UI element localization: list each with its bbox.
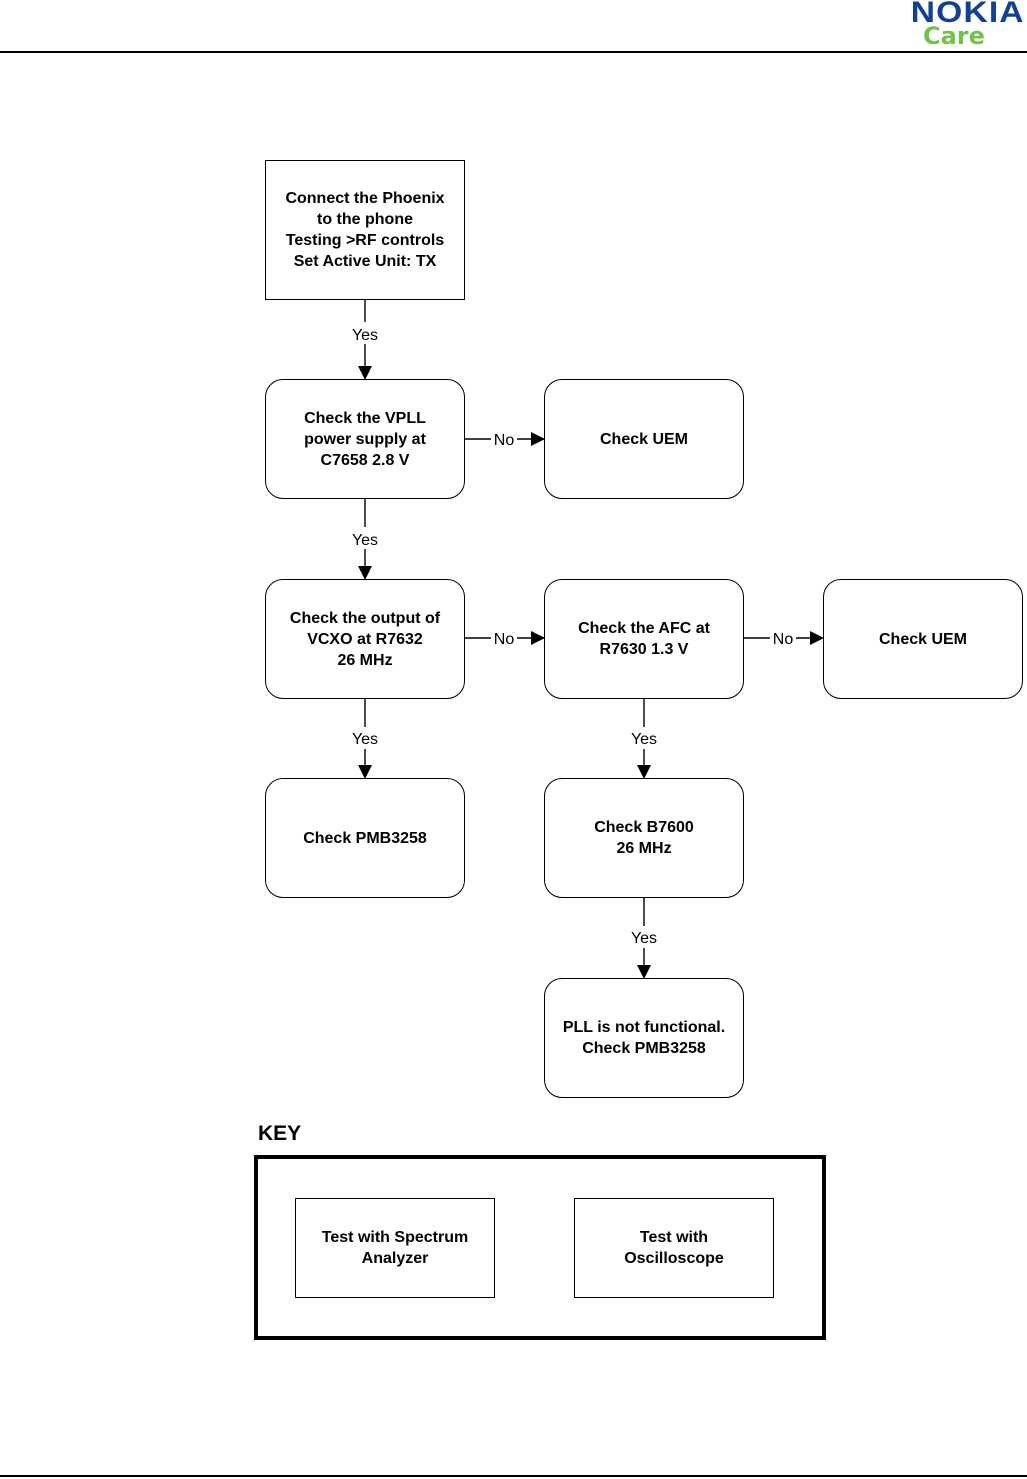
- node-check-uem: Check UEM: [544, 379, 744, 499]
- edge-afc-to-uem: No: [744, 631, 824, 648]
- node-check-vpll: Check the VPLL power supply at C7658 2.8…: [265, 379, 465, 499]
- nokia-care-logo: NOKIA Care: [887, 0, 1027, 52]
- edge-label-yes: Yes: [352, 731, 378, 748]
- nokia-logo-text: NOKIA: [911, 0, 1025, 29]
- edge-b7600-to-pll: Yes: [631, 898, 657, 979]
- key-legend-frame: [254, 1155, 826, 1340]
- node-check-afc: Check the AFC at R7630 1.3 V: [544, 579, 744, 699]
- key-oscilloscope: Test with Oscilloscope: [574, 1198, 774, 1298]
- edge-label-no: No: [773, 631, 794, 648]
- care-logo-text: Care: [923, 22, 985, 50]
- edge-label-no: No: [494, 631, 515, 648]
- key-spectrum-analyzer: Test with Spectrum Analyzer: [295, 1198, 495, 1298]
- node-check-pmb3258: Check PMB3258: [265, 778, 465, 898]
- edge-vpll-to-uem: No: [465, 432, 545, 449]
- edge-vpll-to-vcxo: Yes: [352, 499, 378, 580]
- edge-label-yes: Yes: [352, 532, 378, 549]
- node-check-uem: Check UEM: [823, 579, 1023, 699]
- node-check-vcxo: Check the output of VCXO at R7632 26 MHz: [265, 579, 465, 699]
- node-connect-phoenix: Connect the Phoenix to the phone Testing…: [265, 160, 465, 300]
- key-title: KEY: [258, 1122, 302, 1145]
- header-rule: [0, 51, 1027, 53]
- edge-vcxo-to-pmb: Yes: [352, 699, 378, 779]
- edge-label-no: No: [494, 432, 515, 449]
- node-check-b7600: Check B7600 26 MHz: [544, 778, 744, 898]
- edge-label-yes: Yes: [352, 327, 378, 344]
- edge-vcxo-to-afc: No: [465, 631, 545, 648]
- footer-rule: [0, 1475, 1027, 1477]
- edge-afc-to-b7600: Yes: [631, 699, 657, 779]
- edge-label-yes: Yes: [631, 930, 657, 947]
- edge-connect-to-vpll: Yes: [352, 300, 378, 380]
- node-pll-not-functional: PLL is not functional. Check PMB3258: [544, 978, 744, 1098]
- edge-label-yes: Yes: [631, 731, 657, 748]
